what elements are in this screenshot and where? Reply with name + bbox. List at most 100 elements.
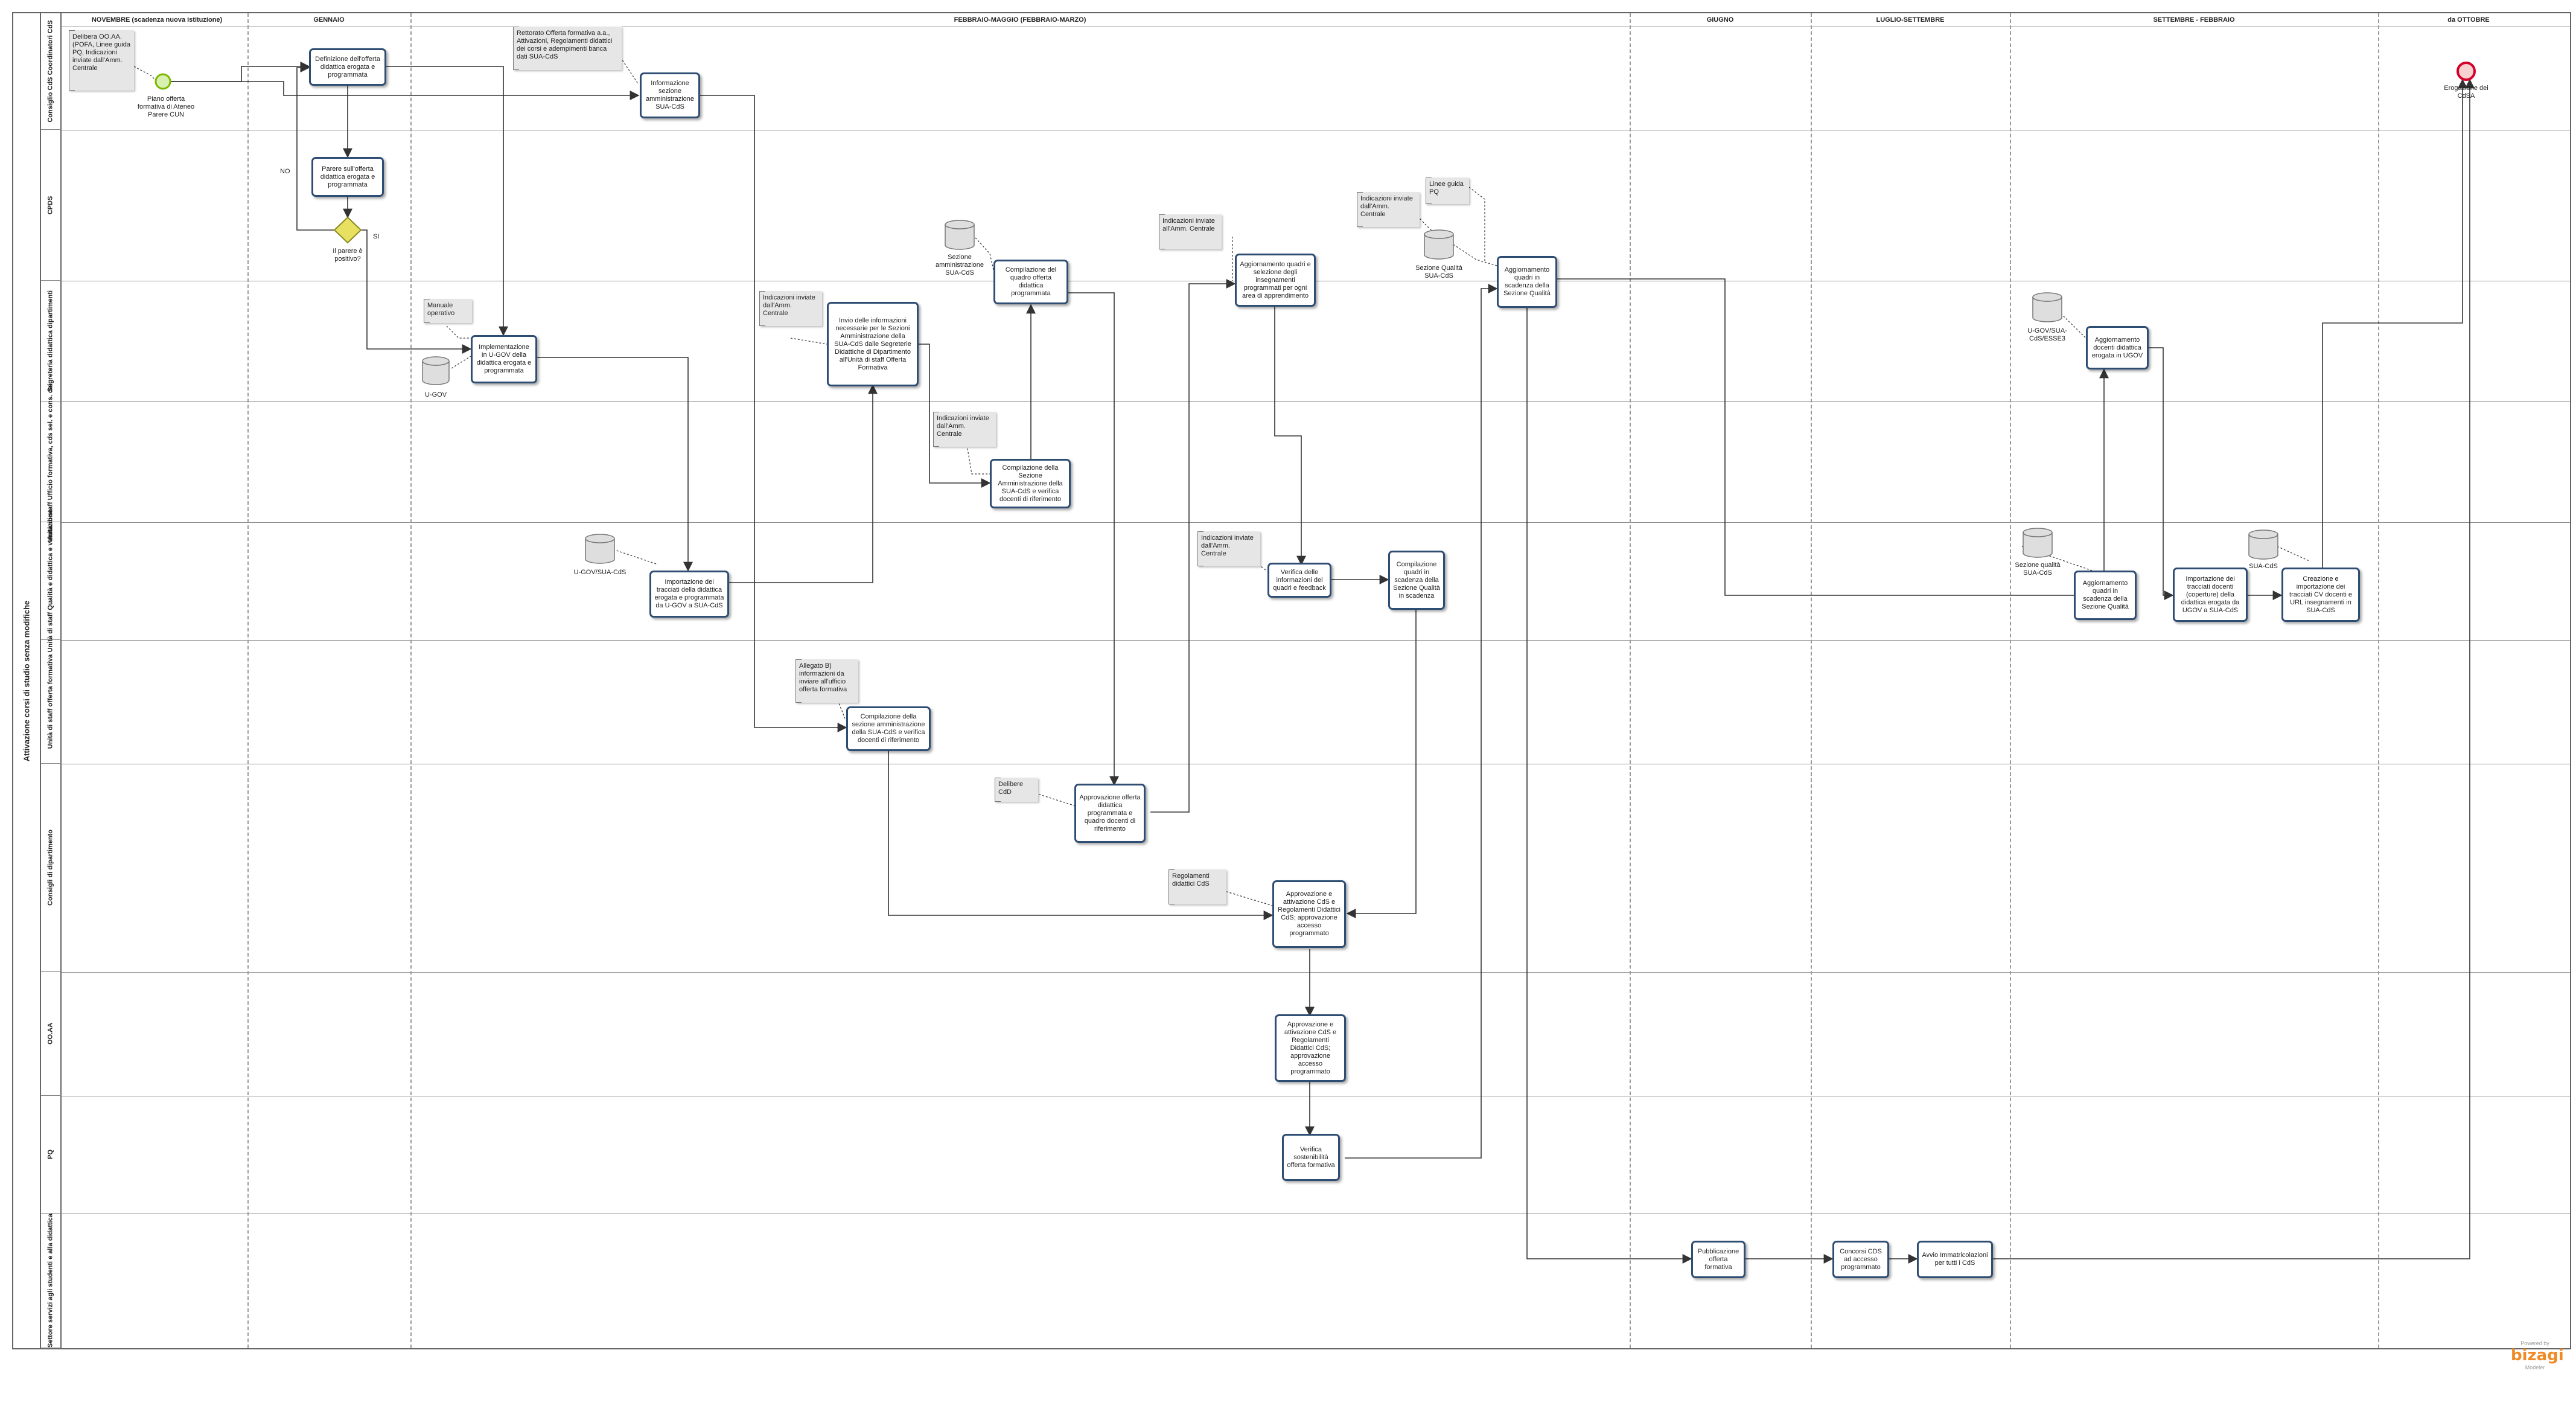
assoc-a10 [837, 700, 846, 719]
annotation-note: Regolamenti didattici CdS [1168, 869, 1226, 904]
assoc-a12 [1222, 890, 1273, 906]
assoc-a3 [446, 325, 471, 339]
flow-t9-to-t15 [2149, 347, 2174, 600]
start-event-label: Piano offerta formativa di Ateneo Parere… [137, 95, 195, 118]
database-icon [2248, 529, 2278, 560]
phase-separator [1630, 13, 1631, 1348]
task-approvazione-offerta[interactable]: Approvazione offerta didattica programma… [1074, 784, 1146, 843]
flow-t24-to-end [1993, 78, 2475, 1259]
annotation-note: Indicazioni inviate dall'Amm. Centrale [933, 412, 996, 447]
phase-separator [1811, 13, 1812, 1348]
flow-gateway-yes [361, 229, 472, 354]
flow-t7-to-t12 [1274, 305, 1306, 566]
task-avvio-immatricolazioni[interactable]: Avvio Immatricolazioni per tutti i CdS [1917, 1241, 1993, 1278]
assoc-a8 [1468, 187, 1485, 263]
task-parere-offerta[interactable]: Parere sull'offerta didattica erogata e … [311, 157, 384, 197]
assoc-d4 [2058, 310, 2087, 339]
phase-header: NOVEMBRE (scadenza nuova istituzione) [91, 16, 223, 24]
task-creazione-importazione[interactable]: Creazione e importazione dei tracciati C… [2281, 568, 2360, 622]
flow-t17-to-t19 [888, 750, 1274, 920]
phase-separator [410, 13, 412, 1348]
database-icon [1424, 229, 1454, 260]
task-importazione-tracciati[interactable]: Importazione dei tracciati della didatti… [649, 571, 729, 618]
task-importazione-docenti[interactable]: Importazione dei tracciati docenti (cope… [2173, 568, 2248, 622]
flow-start-to-t2 [170, 81, 640, 100]
annotation-note: Indicazioni inviate dall'Amm. Centrale [1197, 531, 1260, 566]
assoc-a4 [790, 337, 827, 345]
annotation-note: Delibere CdD [995, 778, 1038, 802]
lane-label: Consigli di dipartimento [41, 764, 62, 972]
phase-header: LUGLIO-SETTEMBRE [1876, 16, 1945, 24]
start-event [155, 73, 171, 90]
annotation-note: Delibera OO.AA. (POFA, Linee guida PQ, I… [69, 30, 134, 91]
pool-frame [12, 12, 2571, 1349]
task-compilazione-sezione-amm[interactable]: Compilazione della Sezione Amministrazio… [990, 459, 1071, 508]
database-icon [2023, 528, 2053, 558]
task-informazione-sezione[interactable]: Informazione sezione amministrazione SUA… [640, 72, 700, 118]
task-approvazione-ooaa[interactable]: Approvazione e attivazione CdS e Regolam… [1275, 1014, 1346, 1082]
lane-label: Consiglio CdS Coordinatori CdS [41, 13, 62, 130]
phase-header: da OTTOBRE [2447, 16, 2490, 24]
database-label: U-GOV/SUA-CdS/ESSE3 [2027, 327, 2067, 342]
flow-t6-to-t18 [1068, 292, 1119, 786]
database-label: Sezione qualità SUA-CdS [2015, 561, 2061, 577]
assoc-d3 [1453, 244, 1497, 266]
pool-title: Attivazione corsi di studio senza modifi… [13, 13, 41, 1348]
flow-t2-to-t17 [700, 95, 847, 732]
task-pubblicazione-offerta[interactable]: Pubblicazione offerta formativa [1691, 1241, 1745, 1278]
gateway-no-label: NO [280, 168, 290, 175]
phase-separator [247, 13, 249, 1348]
end-event [2456, 62, 2476, 81]
database-icon [422, 356, 450, 385]
task-aggiornamento-quadri-qualita[interactable]: Aggiornamento quadri in scadenza della S… [1497, 256, 1557, 308]
database-label: U-GOV [424, 391, 447, 398]
lane-label: Segreteria didattica dipartimenti [41, 281, 62, 401]
assoc-d5 [613, 549, 658, 565]
task-compilazione-quadro[interactable]: Compilazione del quadro offerta didattic… [993, 260, 1068, 304]
annotation-note: Indicazioni inviate dall'Amm. Centrale [1357, 192, 1420, 227]
task-approvazione-cdd[interactable]: Approvazione e attivazione CdS e Regolam… [1272, 880, 1346, 948]
lane-label: CPDS [41, 130, 62, 281]
task-verifica-sostenibilita[interactable]: Verifica sostenibilità offerta formativa [1282, 1134, 1340, 1181]
flow-t8-to-t14 [1556, 278, 2093, 600]
flow-t18-to-t7 [1150, 279, 1236, 813]
assoc-a11 [1031, 792, 1076, 807]
logo-sub: Modeler [2525, 1364, 2545, 1371]
task-compilazione-quadri-scadenza[interactable]: Compilazione quadri in scadenza della Se… [1388, 551, 1445, 610]
database-icon [585, 534, 615, 564]
database-icon [945, 220, 975, 250]
assoc-a1 [133, 66, 158, 82]
logo-brand: bizagi [2511, 1346, 2564, 1364]
lane-label: Unità di staff Qualità e didattica e val… [41, 510, 62, 652]
database-label: Sezione amministrazione SUA-CdS [935, 254, 984, 277]
flow-t11-to-t5 [728, 384, 878, 583]
database-icon [2032, 292, 2062, 322]
task-aggiornamento-docenti[interactable]: Aggiornamento docenti didattica erogata … [2086, 326, 2149, 369]
annotation-note: Allegato B) informazioni da inviare all'… [795, 659, 858, 703]
flow-t1-to-t4 [386, 66, 508, 336]
assoc-d1 [451, 356, 471, 369]
task-verifica-informazioni[interactable]: Verifica delle informazioni dei quadri e… [1267, 563, 1331, 598]
task-concorsi-cds[interactable]: Concorsi CDS ad accesso programmato [1832, 1241, 1889, 1278]
database-label: SUA-CdS [2249, 563, 2278, 570]
flow-gateway-no [296, 63, 336, 231]
phase-header: FEBBRAIO-MAGGIO (FEBBRAIO-MARZO) [954, 16, 1086, 24]
task-definizione-offerta[interactable]: Definizione dell'offerta didattica eroga… [309, 48, 386, 86]
task-aggiornamento-quadri-selezione[interactable]: Aggiornamento quadri e selezione degli i… [1235, 254, 1316, 307]
database-label: Sezione Qualità SUA-CdS [1415, 264, 1462, 280]
phase-separator [2378, 13, 2379, 1348]
task-implementazione-ugov[interactable]: Implementazione in U-GOV della didattica… [471, 335, 537, 383]
lane-label: Unità di staff offerta formativa [41, 640, 62, 764]
gateway-yes-label: SI [373, 233, 380, 240]
phase-header: GENNAIO [313, 16, 345, 24]
flow-t16-to-end [2322, 78, 2467, 571]
annotation-note: Manuale operativo [424, 299, 472, 323]
task-aggiornamento-quadri-scadenza[interactable]: Aggiornamento quadri in scadenza della S… [2074, 571, 2137, 620]
logo-powered: Powered by [2520, 1340, 2549, 1346]
task-invio-informazioni[interactable]: Invio delle informazioni necessarie per … [827, 302, 919, 386]
lane-separator [62, 640, 2570, 641]
database-label: U-GOV/SUA-CdS [573, 569, 626, 576]
task-compilazione-sezione-offerta[interactable]: Compilazione della sezione amministrazio… [846, 706, 931, 751]
lane-label: Settore servizi agli studenti e alla did… [41, 1214, 62, 1348]
